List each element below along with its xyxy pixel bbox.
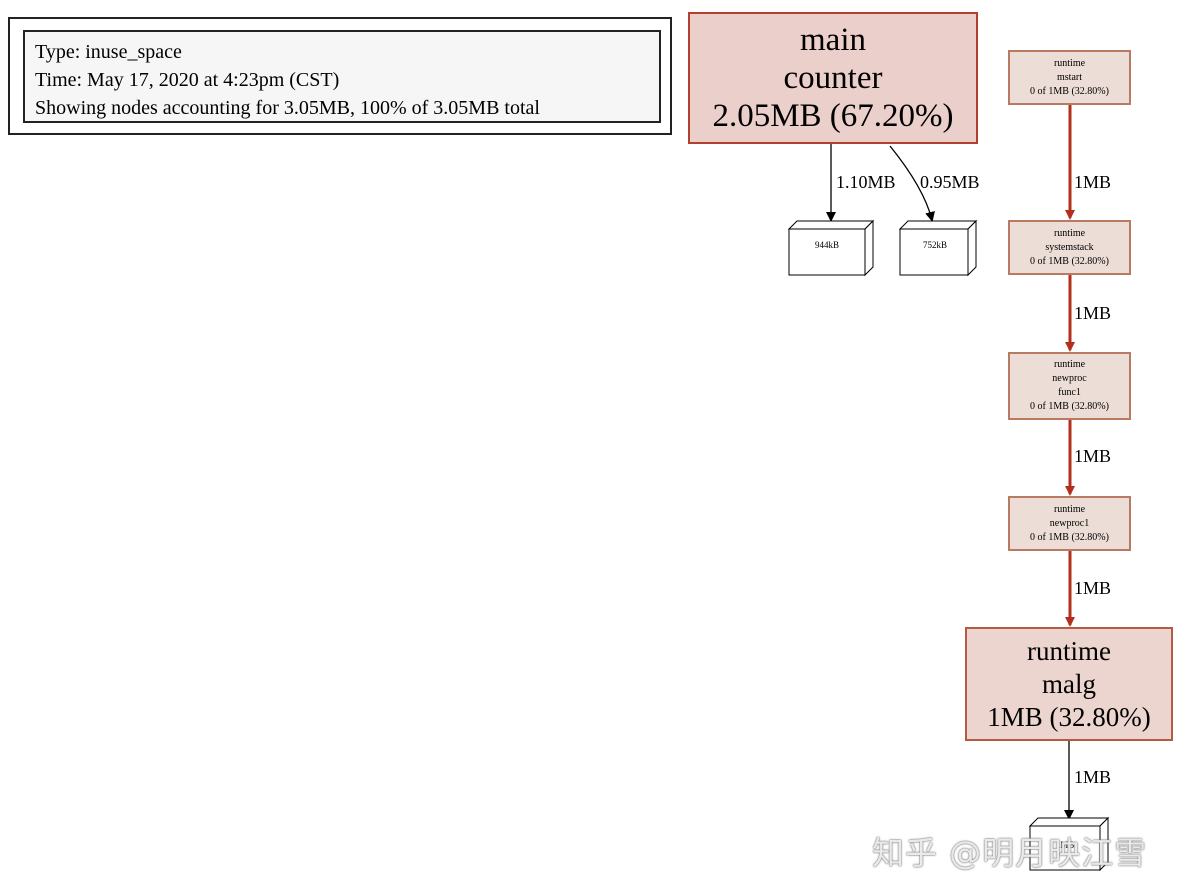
node-main-counter-pkg: main	[800, 22, 866, 58]
legend-summary: Showing nodes accounting for 3.05MB, 100…	[35, 97, 540, 119]
edge-label-systemstack-func1: 1MB	[1074, 303, 1112, 323]
node-main-counter-func: counter	[783, 60, 883, 96]
node-runtime-mstart[interactable]: runtime mstart 0 of 1MB (32.80%)	[1008, 50, 1131, 105]
node-newproc1-value: 0 of 1MB (32.80%)	[1030, 531, 1109, 543]
node-mstart-func: mstart	[1057, 71, 1082, 83]
node-newproc-func1-value: 0 of 1MB (32.80%)	[1030, 401, 1109, 412]
node-mstart-pkg: runtime	[1053, 57, 1086, 69]
node-systemstack-func: systemstack	[1045, 241, 1094, 253]
node-newproc1-pkg: runtime	[1053, 503, 1086, 515]
edge-main-to-752kb	[889, 145, 935, 222]
alloc-box-bottom-label: 1MB	[1055, 840, 1075, 850]
node-malg-value: 1MB (32.80%)	[987, 701, 1151, 732]
node-newproc1-func: newproc1	[1049, 517, 1090, 529]
node-newproc-func1-pkg: runtime	[1053, 359, 1086, 370]
legend-box: Type: inuse_space Time: May 17, 2020 at …	[23, 30, 661, 123]
node-newproc-func1-func: newproc	[1052, 373, 1087, 384]
node-malg-pkg: runtime	[1027, 635, 1111, 666]
legend-frame	[8, 17, 672, 135]
node-runtime-newproc1[interactable]: runtime newproc1 0 of 1MB (32.80%)	[1008, 496, 1131, 551]
alloc-box-944kb	[787, 219, 875, 277]
node-runtime-systemstack[interactable]: runtime systemstack 0 of 1MB (32.80%)	[1008, 220, 1131, 275]
node-mstart-value: 0 of 1MB (32.80%)	[1030, 85, 1109, 97]
node-newproc-func1-sub: func1	[1058, 387, 1081, 398]
edge-label-mstart-systemstack: 1MB	[1074, 172, 1112, 192]
edge-label-malg-box: 1MB	[1074, 767, 1112, 787]
edge-label-main-752kb: 0.95MB	[920, 172, 980, 192]
alloc-box-752kb-label: 752kB	[922, 240, 947, 250]
node-main-counter-value: 2.05MB (67.20%)	[712, 98, 954, 134]
alloc-box-bottom	[1028, 816, 1110, 872]
legend-time: Time: May 17, 2020 at 4:23pm (CST)	[35, 69, 340, 91]
node-malg-func: malg	[1042, 668, 1096, 699]
edge-label-func1-newproc1: 1MB	[1074, 446, 1112, 466]
edge-label-main-944kb: 1.10MB	[836, 172, 896, 192]
node-runtime-malg[interactable]: runtime malg 1MB (32.80%)	[965, 627, 1173, 741]
node-systemstack-value: 0 of 1MB (32.80%)	[1030, 255, 1109, 267]
watermark: 知乎 @明月映江雪	[872, 834, 1148, 872]
node-runtime-newproc-func1[interactable]: runtime newproc func1 0 of 1MB (32.80%)	[1008, 352, 1131, 420]
alloc-box-944kb-label: 944kB	[814, 240, 839, 250]
edge-label-newproc1-malg: 1MB	[1074, 578, 1112, 598]
node-main-counter[interactable]: main counter 2.05MB (67.20%)	[688, 12, 978, 144]
legend-type: Type: inuse_space	[35, 41, 182, 63]
node-systemstack-pkg: runtime	[1053, 227, 1086, 239]
alloc-box-752kb	[898, 219, 978, 277]
